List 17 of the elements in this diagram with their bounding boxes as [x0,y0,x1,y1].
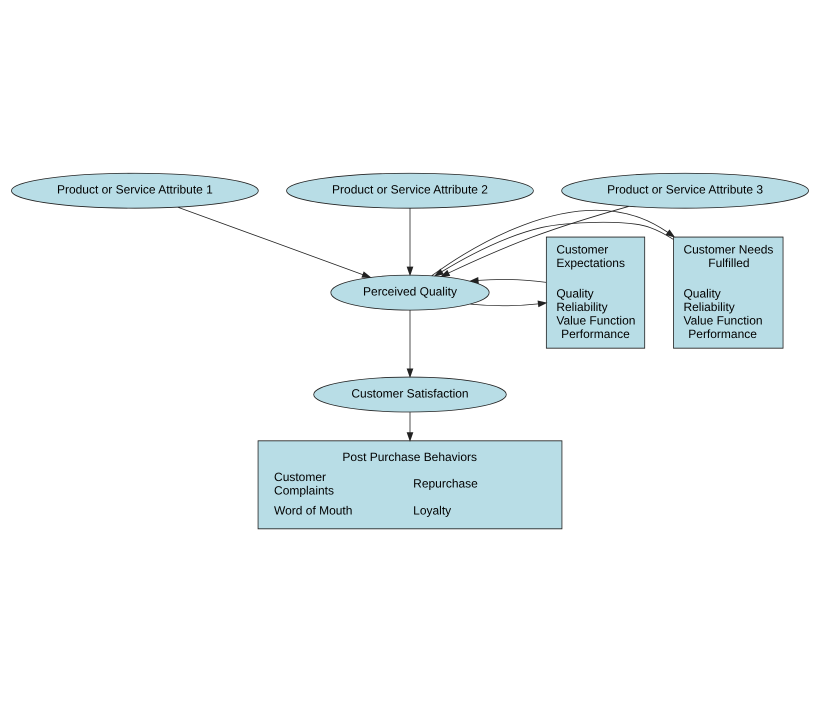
arrow [434,221,674,276]
node-ellipse: Perceived Quality [330,274,490,310]
node-ellipse: Product or Service Attribute 3 [561,172,809,208]
arrow [468,276,547,284]
node-ellipse: Customer Satisfaction [313,376,507,412]
arrow [406,207,414,276]
node-box: Post Purchase Behaviors Customer Complaints Repurchase Word of Mouth Loyalty [258,440,562,529]
arrow [406,411,414,442]
node-box: Customer Needs Fulfilled Quality Reliability Value Function Performance [673,236,784,348]
arrow [440,206,630,276]
node-box: Customer Expectations Quality Reliability Value Function Performance [546,236,646,348]
arrow [177,206,372,278]
arrow [431,210,676,276]
node-ellipse: Product or Service Attribute 2 [286,172,534,208]
arrow [406,309,414,378]
arrow [470,300,548,307]
node-ellipse: Product or Service Attribute 1 [11,172,259,208]
